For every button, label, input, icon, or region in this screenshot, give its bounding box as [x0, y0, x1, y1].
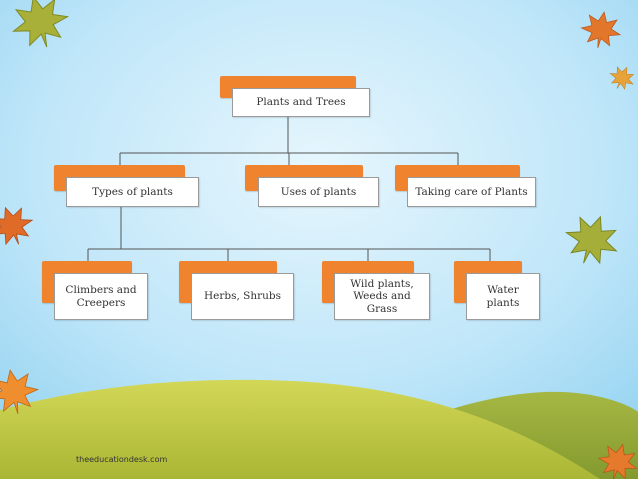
- node-water-plants-label: Water plants: [486, 284, 520, 309]
- footer-credit: theeducationdesk.com: [76, 455, 168, 464]
- node-uses-of-plants-label: Uses of plants: [280, 185, 357, 198]
- node-taking-care-of-plants-label: Taking care of Plants: [415, 185, 528, 198]
- maple-leaf-icon: [11, 0, 70, 48]
- node-types-of-plants-box: Types of plants: [66, 177, 199, 207]
- node-herbs-shrubs-label: Herbs, Shrubs: [203, 290, 282, 303]
- maple-leaf-icon: [597, 443, 638, 479]
- node-root-label: Plants and Trees: [256, 96, 346, 109]
- node-herbs-shrubs-box: Herbs, Shrubs: [191, 273, 294, 320]
- node-wild-plants-label: Wild plants, Weeds and Grass: [350, 277, 414, 315]
- node-uses-of-plants-box: Uses of plants: [258, 177, 379, 207]
- maple-leaf-icon: [0, 369, 40, 414]
- node-types-of-plants-label: Types of plants: [92, 185, 173, 198]
- maple-leaf-icon: [0, 206, 34, 246]
- node-root-box: Plants and Trees: [232, 88, 370, 117]
- maple-leaf-icon: [580, 11, 622, 49]
- maple-leaf-icon: [609, 66, 635, 90]
- front-hill: [0, 379, 600, 479]
- node-taking-care-of-plants-box: Taking care of Plants: [407, 177, 536, 207]
- maple-leaf-icon: [564, 215, 618, 265]
- node-wild-plants-box: Wild plants, Weeds and Grass: [334, 273, 430, 320]
- node-climbers-and-creepers-box: Climbers and Creepers: [54, 273, 148, 320]
- node-water-plants-box: Water plants: [466, 273, 540, 320]
- node-climbers-and-creepers-label: Climbers and Creepers: [65, 284, 137, 309]
